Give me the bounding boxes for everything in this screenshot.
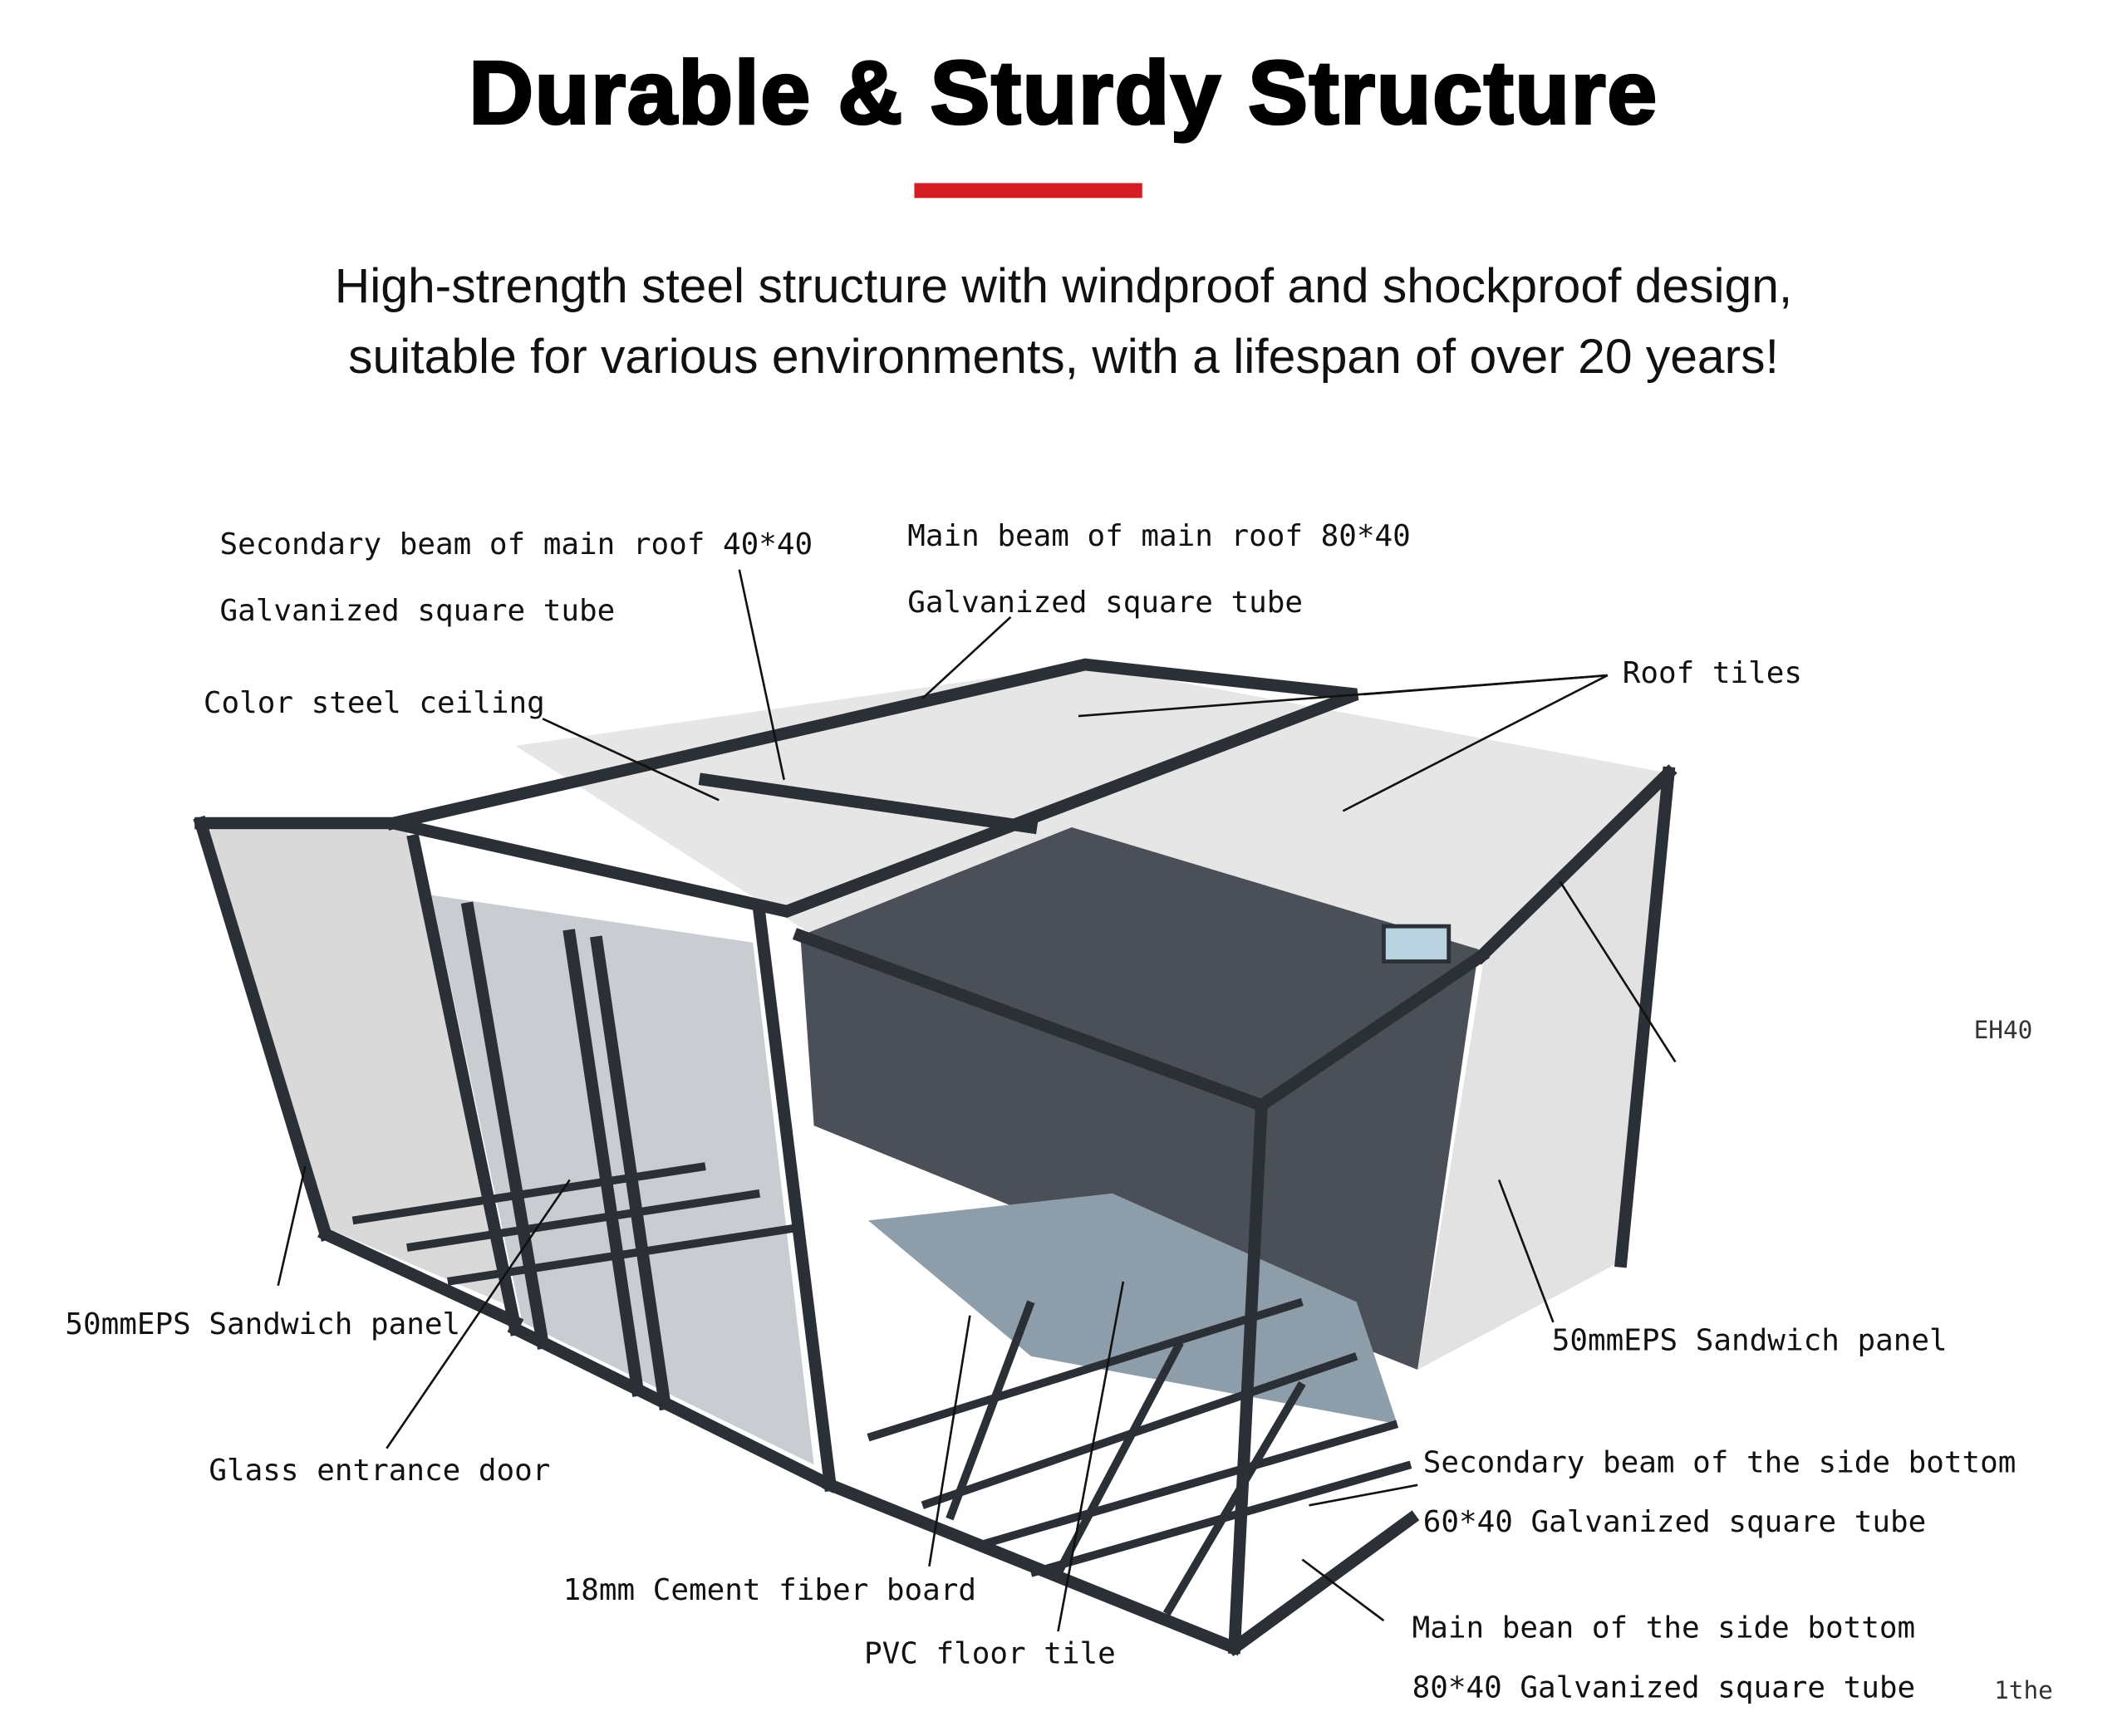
label-secondary-side-bottom-material: 60*40 Galvanized square tube <box>1422 1506 1927 1540</box>
label-secondary-side-bottom: Secondary beam of the side bottom <box>1422 1446 2016 1481</box>
right-wall-panel <box>1417 772 1669 1371</box>
roof-panel <box>515 664 1669 949</box>
leader-lines <box>277 569 1677 1632</box>
label-panel-left: 50mmEPS Sandwich panel <box>65 1307 461 1342</box>
floor-tile <box>867 1193 1398 1425</box>
label-main-roof-beam-material: Galvanized square tube <box>907 586 1304 620</box>
floor-grid <box>351 1162 1412 1616</box>
label-panel-right: 50mmEPS Sandwich panel <box>1551 1324 1948 1359</box>
label-cement-board: 18mm Cement fiber board <box>562 1573 976 1608</box>
label-pvc-tile: PVC floor tile <box>864 1637 1116 1672</box>
label-secondary-roof-beam-material: Galvanized square tube <box>219 594 616 629</box>
label-secondary-roof-beam: Secondary beam of main roof 40*40 <box>219 527 813 562</box>
label-main-roof-beam: Main beam of main roof 80*40 <box>907 520 1411 554</box>
artifact-text-bottom: 1the <box>1994 1676 2053 1706</box>
panels <box>206 664 1669 1465</box>
label-ceiling: Color steel ceiling <box>203 686 545 721</box>
page-title: Durable & Sturdy Structure <box>468 41 1658 144</box>
back-wall-interior <box>800 826 1479 1371</box>
title-underline <box>914 183 1142 199</box>
subtitle-line-1: High-strength steel structure with windp… <box>334 257 1793 314</box>
label-main-side-bottom: Main bean of the side bottom <box>1412 1611 1916 1646</box>
label-main-side-bottom-material: 80*40 Galvanized square tube <box>1412 1671 1916 1706</box>
left-wall-panel <box>206 830 516 1309</box>
subtitle-line-2: suitable for various environments, with … <box>348 328 1779 385</box>
steel-frame <box>193 658 1678 1656</box>
artifact-text-right: EH40 <box>1973 1016 2033 1045</box>
window <box>1381 924 1452 964</box>
label-roof-tiles: Roof tiles <box>1622 657 1802 691</box>
label-door: Glass entrance door <box>209 1454 551 1488</box>
